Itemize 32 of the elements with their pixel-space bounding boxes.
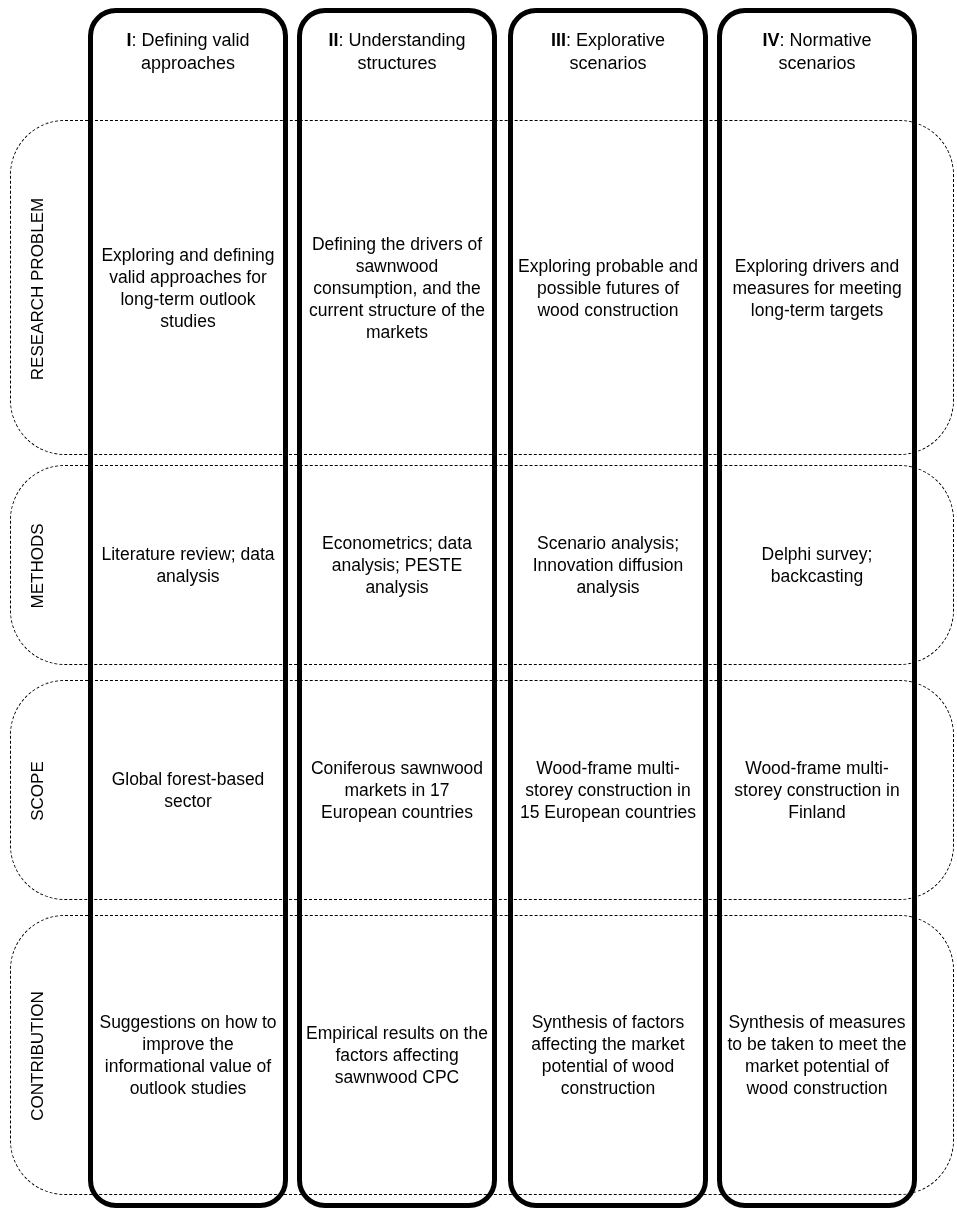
row-band [10, 120, 954, 455]
column-frame [88, 8, 288, 1208]
cell-text: Delphi survey; backcasting [760, 543, 874, 587]
cell-text: Global forest-based sector [110, 768, 266, 812]
cell-text: Synthesis of factors affecting the market potential of wood construction [530, 1011, 686, 1099]
column-heading: I: Defining valid approaches [125, 29, 251, 75]
cell-text: Defining the drivers of sawnwood consumption, and the current structure of the markets [307, 232, 487, 343]
row-label: RESEARCH PROBLEM [28, 197, 48, 380]
column-heading: IV: Normative scenarios [761, 29, 873, 75]
cell-text: Synthesis of measures to be taken to meet the market potential of wood construction [727, 1011, 907, 1099]
cell-text: Wood-frame multi-storey construction in Finland [733, 757, 901, 823]
row-label: SCOPE [28, 761, 48, 821]
row-label: CONTRIBUTION [28, 991, 48, 1121]
row-band [10, 465, 954, 665]
cell-text: Exploring probable and possible futures of wood construction [518, 254, 698, 321]
cell-text: Scenario analysis; Innovation diffusion analysis [531, 532, 685, 598]
column-heading: III: Explorative scenarios [549, 29, 667, 75]
column-frame [297, 8, 497, 1208]
column-frame [717, 8, 917, 1208]
row-label: METHODS [28, 523, 48, 609]
cell-text: Exploring and defining valid approaches for long-term outlook studies [100, 243, 276, 332]
cell-text: Coniferous sawnwood markets in 17 European countries [309, 757, 485, 823]
cell-text: Empirical results on the factors affecting sawnwood CPC [305, 1022, 489, 1088]
cell-text: Literature review; data analysis [100, 543, 276, 587]
cell-text: Econometrics; data analysis; PESTE analysis [321, 532, 473, 598]
cell-text: Suggestions on how to improve the informational value of outlook studies [98, 1011, 278, 1099]
cell-text: Wood-frame multi-storey construction in 15 European countries [518, 757, 698, 823]
row-band [10, 680, 954, 900]
column-heading: II: Understanding structures [327, 29, 467, 75]
cell-text: Exploring drivers and measures for meeting long-term targets [731, 254, 903, 321]
column-frame [508, 8, 708, 1208]
row-band [10, 915, 954, 1195]
